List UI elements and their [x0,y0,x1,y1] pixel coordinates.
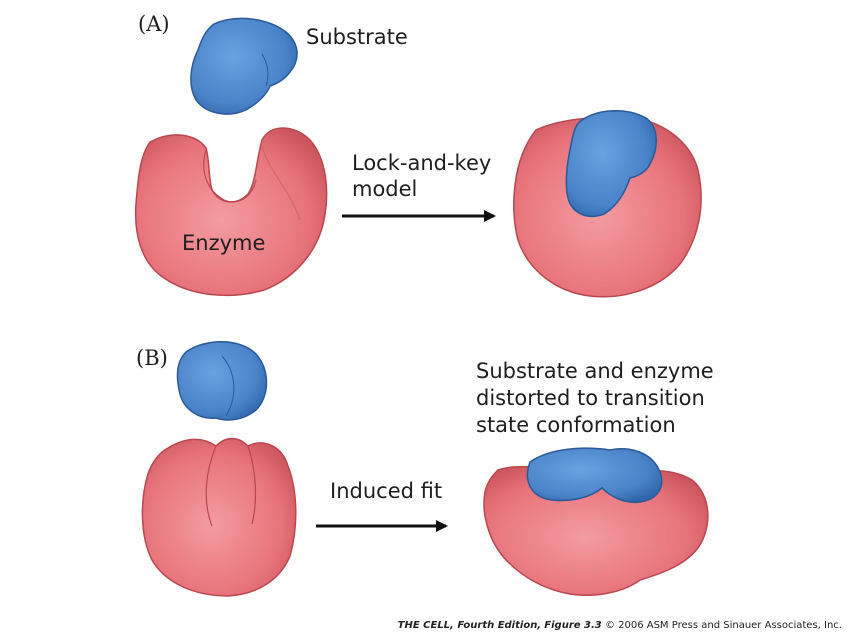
caption-copyright: © 2006 ASM Press and Sinauer Associates,… [604,620,842,631]
transition-state-label-line3: state conformation [476,413,676,437]
caption-figure: Figure 3.3 [544,620,602,631]
panel-label-a: (A) [138,12,170,36]
enzyme-label: Enzyme [182,231,266,255]
transition-state-label-line2: distorted to transition [476,386,705,410]
enzyme-shape-b-open [141,437,297,597]
induced-fit-label: Induced fit [330,479,443,503]
substrate-shape-a-free [190,17,298,115]
panel-label-b: (B) [136,346,168,370]
substrate-label: Substrate [306,25,408,49]
substrate-shape-a-bound [565,110,657,218]
caption-book: THE CELL, Fourth Edition, [397,620,542,631]
figure-caption: THE CELL, Fourth Edition, Figure 3.3 © 2… [398,620,842,631]
lock-and-key-label-line1: Lock-and-key [352,151,492,175]
substrate-shape-b-distorted [526,447,663,504]
transition-state-label-line1: Substrate and enzyme [476,359,714,383]
enzyme-shape-a-lock [134,127,328,297]
lock-and-key-label-line2: model [352,177,418,201]
substrate-shape-b-free [176,341,268,421]
